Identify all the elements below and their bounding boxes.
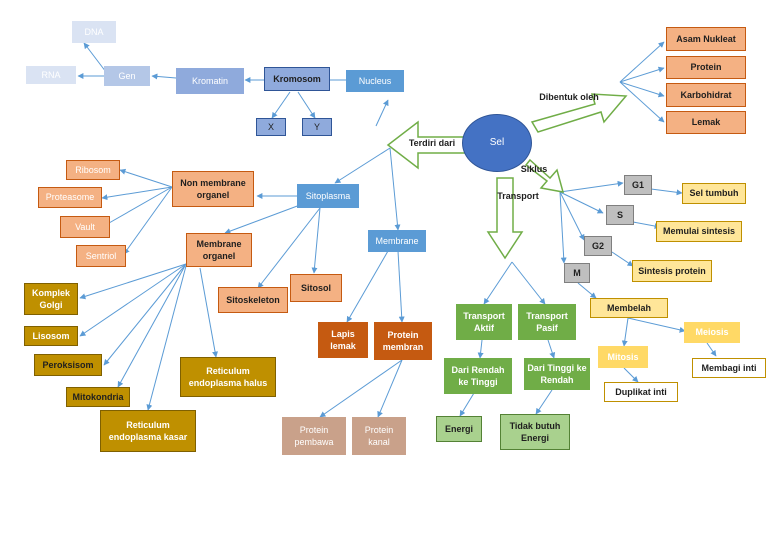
ribosom-node: Ribosom: [66, 160, 120, 180]
siklus-label: Siklus: [520, 163, 548, 174]
lemak-node: Lemak: [666, 111, 746, 134]
peroksisom-node: Peroksisom: [34, 354, 102, 376]
g1-node: G1: [624, 175, 652, 195]
tidak-butuh-energi-node: Tidak butuh Energi: [500, 414, 570, 450]
asam-nukleat-node: Asam Nukleat: [666, 27, 746, 51]
protein-membran-node: Protein membran: [374, 322, 432, 360]
dari-rendah-node: Dari Rendah ke Tinggi: [444, 358, 512, 394]
nucleus-node: Nucleus: [346, 70, 404, 92]
protein-node: Protein: [666, 56, 746, 79]
gen-node: Gen: [104, 66, 150, 86]
dibentuk-oleh-label: Dibentuk oleh: [539, 91, 599, 102]
karbohidrat-node: Karbohidrat: [666, 83, 746, 107]
rna-node: RNA: [26, 66, 76, 84]
lisosom-node: Lisosom: [24, 326, 78, 346]
sitoskeleton-node: Sitoskeleton: [218, 287, 288, 313]
y-node: Y: [302, 118, 332, 136]
g2-node: G2: [584, 236, 612, 256]
x-node: X: [256, 118, 286, 136]
meiosis-node: Meiosis: [684, 322, 740, 343]
protein-pembawa-node: Protein pembawa: [282, 417, 346, 455]
siklus-block-arrow: [524, 158, 565, 193]
sitoplasma-node: Sitoplasma: [297, 184, 359, 208]
reticulum-halus-node: Reticulum endoplasma halus: [180, 357, 276, 397]
dibentuk-oleh-block-arrow: [530, 93, 628, 133]
kromatin-node: Kromatin: [176, 68, 244, 94]
sel-node: Sel: [462, 114, 532, 172]
s-node: S: [606, 205, 634, 225]
komplek-golgi-node: Komplek Golgi: [24, 283, 78, 315]
dna-node: DNA: [72, 21, 116, 43]
energi-node: Energi: [436, 416, 482, 442]
sintesis-protein-node: Sintesis protein: [632, 260, 712, 282]
sel-tumbuh-node: Sel tumbuh: [682, 183, 746, 204]
membagi-inti-node: Membagi inti: [692, 358, 766, 378]
transport-aktif-node: Transport Aktif: [456, 304, 512, 340]
protein-kanal-node: Protein kanal: [352, 417, 406, 455]
sitosol-node: Sitosol: [290, 274, 342, 302]
kromosom-node: Kromosom: [264, 67, 330, 91]
membelah-node: Membelah: [590, 298, 668, 318]
mitokondria-node: Mitokondria: [66, 387, 130, 407]
mitosis-node: Mitosis: [598, 346, 648, 368]
membrane-node: Membrane: [368, 230, 426, 252]
memulai-sintesis-node: Memulai sintesis: [656, 221, 742, 242]
transport-pasif-node: Transport Pasif: [518, 304, 576, 340]
transport-label: Transport: [497, 190, 539, 201]
transport-block-arrow: [486, 177, 524, 260]
reticulum-kasar-node: Reticulum endoplasma kasar: [100, 410, 196, 452]
duplikat-inti-node: Duplikat inti: [604, 382, 678, 402]
membrane-organel-node: Membrane organel: [186, 233, 252, 267]
terdiri-dari-label: Terdiri dari: [408, 137, 456, 148]
sentriol-node: Sentriol: [76, 245, 126, 267]
non-membrane-organel-node: Non membrane organel: [172, 171, 254, 207]
lapis-lemak-node: Lapis lemak: [318, 322, 368, 358]
proteasome-node: Proteasome: [38, 187, 102, 208]
dari-tinggi-node: Dari Tinggi ke Rendah: [524, 358, 590, 390]
vault-node: Vault: [60, 216, 110, 238]
m-node: M: [564, 263, 590, 283]
